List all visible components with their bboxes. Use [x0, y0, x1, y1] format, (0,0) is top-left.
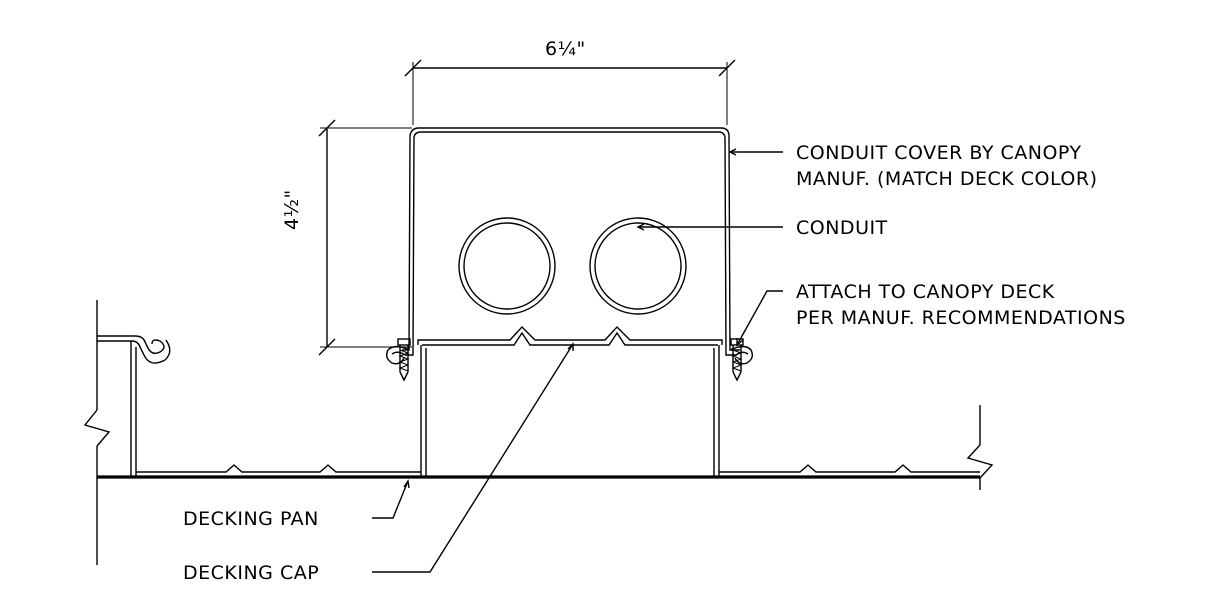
- leader-decking-pan: [372, 479, 410, 519]
- decking-cap: [417, 325, 723, 476]
- callout-attach-line1: ATTACH TO CANOPY DECK: [796, 281, 1055, 303]
- callout-conduit: CONDUIT: [796, 217, 888, 239]
- leader-decking-cap: [372, 342, 574, 573]
- conduit-right: [589, 217, 687, 315]
- right-fastener: [729, 338, 754, 382]
- height-dimension-label: 4½": [281, 189, 303, 230]
- right-break-line: [966, 405, 994, 490]
- leader-attach: [736, 290, 783, 347]
- deck-floor: [97, 464, 980, 479]
- height-dimension: [318, 119, 412, 356]
- callout-decking-pan: DECKING PAN: [183, 508, 319, 530]
- width-dimension: [404, 59, 736, 125]
- leader-conduit-cover: [728, 148, 783, 156]
- conduit-left: [458, 217, 556, 315]
- width-dimension-label: 6¼": [545, 38, 586, 60]
- conduit-cover: [402, 127, 740, 356]
- left-deck-rib: [83, 300, 171, 565]
- callout-conduit-cover-line2: MANUF. (MATCH DECK COLOR): [796, 168, 1098, 190]
- leader-conduit: [636, 223, 783, 231]
- callout-attach-line2: PER MANUF. RECOMMENDATIONS: [796, 307, 1126, 329]
- callout-conduit-cover-line1: CONDUIT COVER BY CANOPY: [796, 142, 1082, 164]
- left-fastener: [385, 338, 411, 382]
- callout-decking-cap: DECKING CAP: [183, 562, 320, 584]
